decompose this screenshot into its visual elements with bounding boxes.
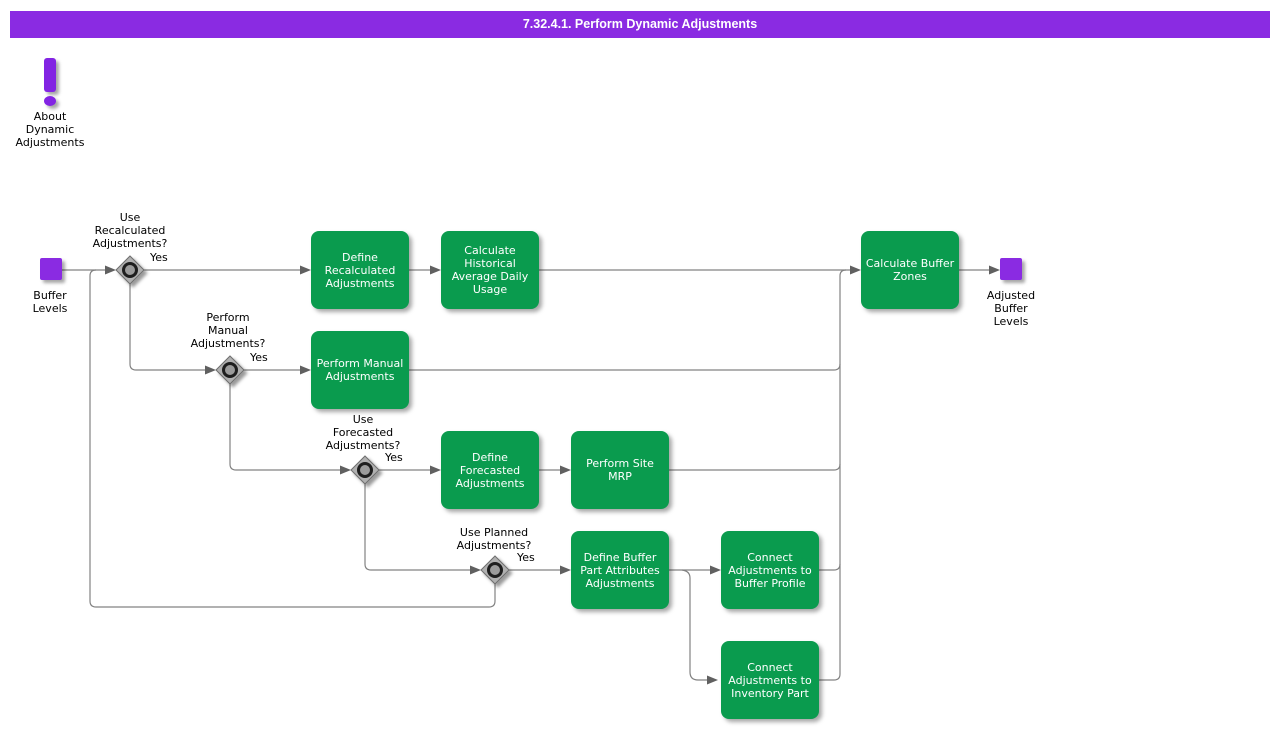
- decision-planned[interactable]: [480, 555, 510, 585]
- start-node-label: Buffer Levels: [14, 289, 86, 315]
- about-line: About: [33, 110, 67, 123]
- label-line: Adjustments?: [456, 539, 532, 552]
- label-line: Forecasted: [332, 426, 394, 439]
- decision-forecasted[interactable]: [350, 455, 380, 485]
- start-node-buffer-levels[interactable]: [40, 258, 62, 280]
- connector-lines: [62, 269, 992, 681]
- diagram-title: 7.32.4.1. Perform Dynamic Adjustments: [10, 11, 1270, 38]
- arrowheads: [105, 265, 1000, 685]
- label-line: Adjustments?: [92, 237, 168, 250]
- about-exclamation-icon[interactable]: [44, 58, 56, 92]
- label-line: Levels: [32, 302, 68, 315]
- label-line: Use: [119, 211, 141, 224]
- decision-forecasted-yes-label: Yes: [385, 451, 403, 464]
- label-line: Perform: [206, 311, 250, 324]
- label-line: Use: [352, 413, 374, 426]
- label-line: Adjusted: [986, 289, 1036, 302]
- about-line: Adjustments: [15, 136, 85, 149]
- label-line: Levels: [993, 315, 1029, 328]
- decision-manual[interactable]: [215, 355, 245, 385]
- label-line: Adjustments?: [190, 337, 266, 350]
- end-node-adjusted-buffer-levels[interactable]: [1000, 258, 1022, 280]
- about-line: Dynamic: [25, 123, 75, 136]
- decision-recalculated-label: Use Recalculated Adjustments?: [84, 211, 176, 250]
- decision-recalculated[interactable]: [115, 255, 145, 285]
- about-link-label[interactable]: About Dynamic Adjustments: [8, 110, 92, 149]
- decision-manual-yes-label: Yes: [250, 351, 268, 364]
- label-line: Manual: [208, 324, 248, 337]
- decision-manual-label: Perform Manual Adjustments?: [182, 311, 274, 350]
- decision-forecasted-label: Use Forecasted Adjustments?: [317, 413, 409, 452]
- label-line: Buffer: [33, 289, 67, 302]
- decision-planned-yes-label: Yes: [517, 551, 535, 564]
- label-line: Buffer: [994, 302, 1028, 315]
- about-exclamation-icon-dot[interactable]: [44, 96, 56, 106]
- label-line: Adjustments?: [325, 439, 401, 452]
- label-line: Use Planned: [459, 526, 529, 539]
- end-node-label: Adjusted Buffer Levels: [975, 289, 1047, 328]
- decision-planned-label: Use Planned Adjustments?: [444, 526, 544, 552]
- decision-recalculated-yes-label: Yes: [150, 251, 168, 264]
- label-line: Recalculated: [94, 224, 166, 237]
